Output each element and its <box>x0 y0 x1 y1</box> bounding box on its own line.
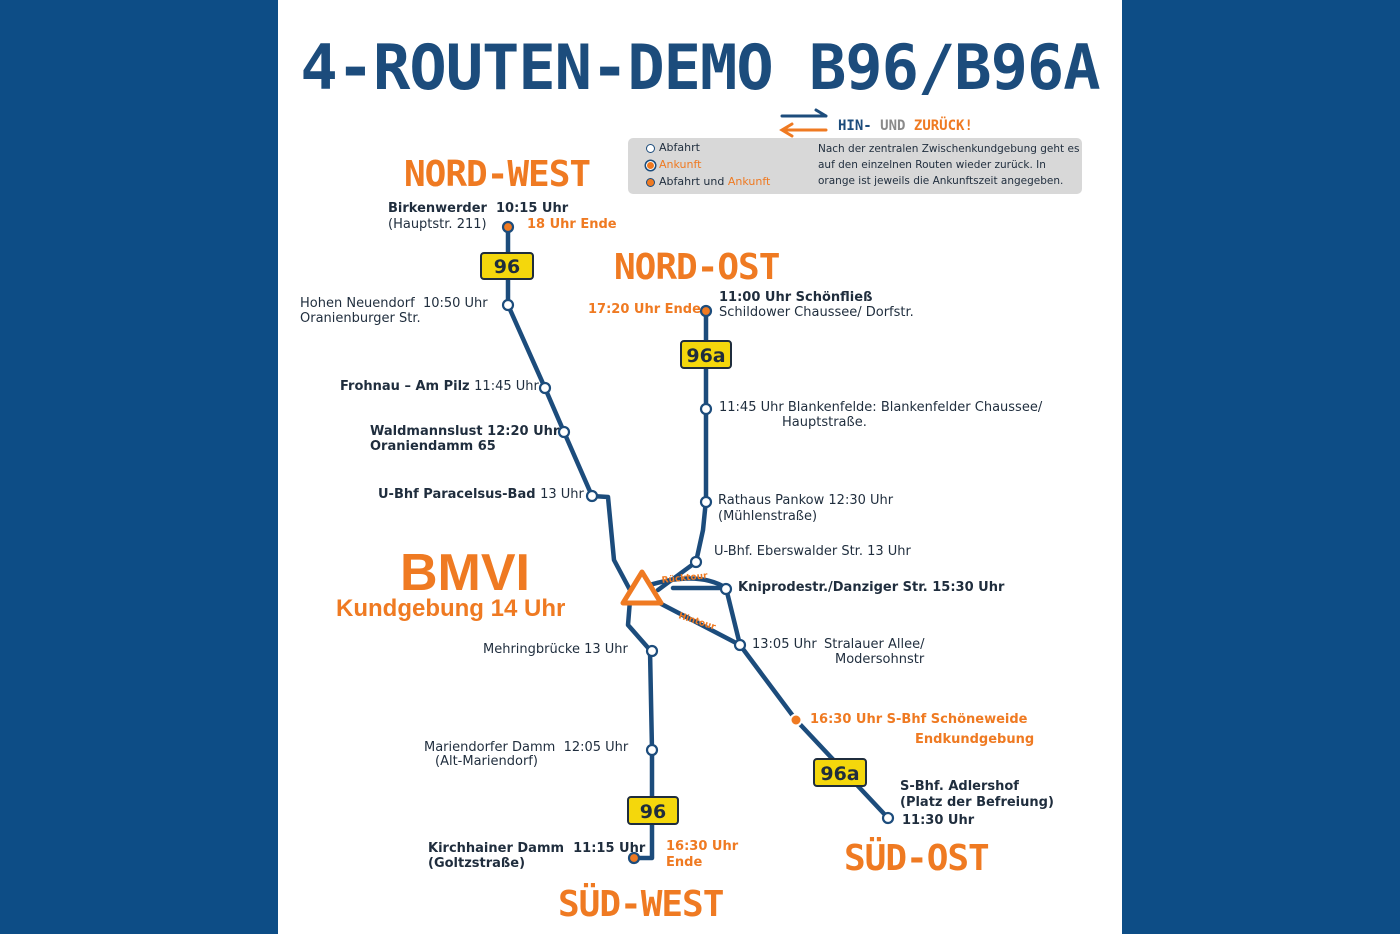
white-dot-icon <box>646 143 655 153</box>
route-line-nord-ost <box>655 308 709 593</box>
label-mariendorf: Mariendorfer Damm 12:05 Uhr <box>424 740 629 755</box>
poster: 96 96a 96 96a Rücktour Hintour 4-ROUTEN-… <box>278 0 1122 934</box>
label-kirchhain-end2: Ende <box>666 855 703 870</box>
center-name: BMVI <box>400 544 530 602</box>
road-sign-no-box <box>680 340 732 369</box>
stop-waldmannslust <box>557 425 571 439</box>
two-way-arrows-icon <box>779 108 828 138</box>
route-line-sued-west <box>625 597 655 861</box>
label-kirchhain: Kirchhainer Damm 11:15 Uhr <box>428 841 646 856</box>
label-eberswalder: U-Bhf. Eberswalder Str. 13 Uhr <box>714 544 911 559</box>
label-hohen-neuendorf: Hohen Neuendorf 10:50 Uhr <box>300 296 488 311</box>
label-pankow-addr: (Mühlenstraße) <box>718 509 818 524</box>
ruecktour-label: Rücktour <box>661 571 708 586</box>
label-kniprode: Kniprodestr./Danziger Str. 15:30 Uhr <box>738 580 1005 595</box>
ruecktour-line <box>643 576 729 591</box>
hintour-label: Hintour <box>677 611 717 633</box>
stop-schoeneweide <box>789 713 803 727</box>
label-blankenfelde-2: Hauptstraße. <box>782 415 867 430</box>
road-sign-so: 96a <box>820 763 859 785</box>
route-line-nord-west <box>505 224 633 593</box>
stop-birkenwerder <box>501 220 515 234</box>
label-mariendorf-addr: (Alt-Mariendorf) <box>435 754 538 769</box>
region-nord-ost: NORD-OST <box>614 247 780 288</box>
stop-schoenfliess <box>699 304 713 318</box>
route-map: 96 96a 96 96a Rücktour Hintour <box>480 108 895 865</box>
label-kirchhain-addr: (Goltzstraße) <box>428 856 526 871</box>
road-sign-sw: 96 <box>640 801 666 823</box>
stop-frohnau <box>538 381 552 395</box>
road-sign-nw-box <box>480 252 534 280</box>
legend-abfahrt: Abfahrt <box>646 141 700 154</box>
stop-kniprode <box>719 582 733 596</box>
legend-beides: Abfahrt und Ankunft <box>646 175 770 188</box>
stop-adlershof <box>881 811 895 825</box>
stop-mariendorf <box>645 743 659 757</box>
legend-box: Abfahrt Ankunft Abfahrt und Ankunft Nach… <box>628 138 1082 194</box>
road-sign-sw-box <box>627 796 679 825</box>
label-schoeneweide: 16:30 Uhr S-Bhf Schöneweide <box>810 712 1028 727</box>
legend-ankunft: Ankunft <box>646 158 701 171</box>
label-blankenfelde: 11:45 Uhr Blankenfelde: Blankenfelder Ch… <box>719 400 1043 415</box>
label-stralau-time: 13:05 Uhr <box>752 637 817 652</box>
label-schoenfliess: 11:00 Uhr Schönfließ <box>719 290 873 305</box>
road-sign-so-box <box>813 758 867 787</box>
stop-eberswalder <box>689 555 703 569</box>
road-sign-nw: 96 <box>494 256 520 278</box>
label-stralau-addr: Modersohnstr <box>835 652 925 667</box>
region-sued-west: SÜD-WEST <box>558 884 724 925</box>
stop-stralau <box>733 638 747 652</box>
stop-blankenfelde <box>699 402 713 416</box>
region-nord-west: NORD-WEST <box>404 154 591 195</box>
label-mehringbruecke: Mehringbrücke 13 Uhr <box>483 642 628 657</box>
label-adlershof: S-Bhf. Adlershof <box>900 779 1019 794</box>
label-kirchhain-end1: 16:30 Uhr <box>666 839 739 854</box>
legend-note: Nach der zentralen Zwischenkundgebung ge… <box>818 143 1080 187</box>
label-birkenwerder-addr: (Hauptstr. 211) <box>388 217 487 232</box>
label-frohnau: Frohnau – Am Pilz 11:45 Uhr <box>340 379 539 394</box>
label-schoeneweide-note: Endkundgebung <box>915 732 1035 747</box>
orange-dot-icon <box>646 160 655 170</box>
stop-paracelsus <box>585 489 599 503</box>
page-title: 4-ROUTEN-DEMO B96/B96A <box>300 31 1100 104</box>
label-paracelsus: U-Bhf Paracelsus-Bad 13 Uhr <box>378 487 584 502</box>
stop-mehringbruecke <box>645 644 659 658</box>
label-birkenwerder-end: 18 Uhr Ende <box>527 217 617 232</box>
label-schoenfliess-addr: Schildower Chaussee/ Dorfstr. <box>719 305 914 320</box>
stop-hohen-neuendorf <box>501 298 515 312</box>
label-schoenfliess-end: 17:20 Uhr Ende <box>588 302 701 317</box>
label-waldmannslust-addr: Oraniendamm 65 <box>370 439 496 454</box>
label-pankow: Rathaus Pankow 12:30 Uhr <box>718 493 894 508</box>
road-sign-no: 96a <box>686 345 725 367</box>
hin-und-zurueck-label: HIN- UND ZURÜCK! <box>838 118 973 134</box>
stop-kirchhain <box>627 851 641 865</box>
label-stralau: Stralauer Allee/ <box>824 637 925 652</box>
stop-pankow <box>699 495 713 509</box>
bmvi-triangle-icon <box>620 569 664 606</box>
region-sued-ost: SÜD-OST <box>844 838 990 879</box>
orange-dot-outlined-icon <box>646 177 655 187</box>
center-subtitle: Kundgebung 14 Uhr <box>336 595 566 622</box>
label-waldmannslust: Waldmannslust 12:20 Uhr <box>370 424 560 439</box>
label-hohen-neuendorf-addr: Oranienburger Str. <box>300 311 421 326</box>
label-adlershof-time: 11:30 Uhr <box>902 813 975 828</box>
label-birkenwerder: Birkenwerder 10:15 Uhr <box>388 201 569 216</box>
label-adlershof-addr: (Platz der Befreiung) <box>900 795 1054 810</box>
